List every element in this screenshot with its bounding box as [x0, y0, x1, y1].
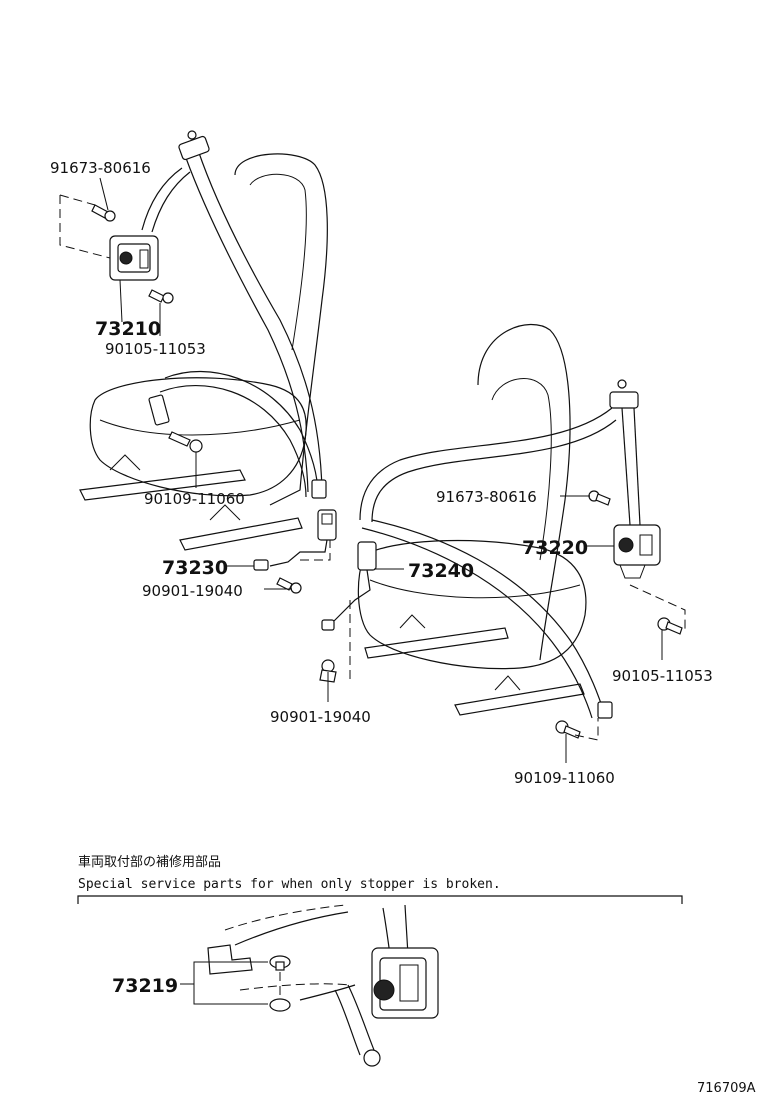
label-90901-19040-bottom: 90901-19040	[270, 708, 371, 726]
bolt-91673-right	[588, 490, 611, 506]
bolt-91673-top	[91, 204, 116, 222]
detail-stopper	[180, 904, 439, 1067]
left-seat	[59, 130, 337, 594]
label-73219: 73219	[112, 975, 178, 997]
bolt-90901-left	[276, 577, 302, 594]
bolt-90105-right	[657, 617, 683, 635]
label-90901-19040-left: 90901-19040	[142, 582, 243, 600]
label-90105-11053-right: 90105-11053	[612, 667, 713, 685]
label-73230: 73230	[162, 557, 228, 579]
label-90109-11060-left: 90109-11060	[144, 490, 245, 508]
retractor-73220	[613, 524, 661, 579]
note-bracket	[77, 895, 683, 904]
label-73220: 73220	[522, 537, 588, 559]
bolt-90109-left	[168, 431, 203, 453]
figure-code: 716709A	[697, 1081, 756, 1096]
label-73210: 73210	[95, 318, 161, 340]
bolt-90105-left	[148, 289, 174, 304]
right-seat	[319, 323, 686, 741]
leader-lines	[99, 177, 663, 763]
label-73240: 73240	[408, 560, 474, 582]
note-english: Special service parts for when only stop…	[78, 877, 501, 892]
buckle-73230	[253, 509, 337, 571]
label-90105-11053-left: 90105-11053	[105, 340, 206, 358]
note-japanese: 車両取付部の補修用部品	[78, 855, 221, 870]
label-91673-80616-right: 91673-80616	[436, 488, 537, 506]
retractor-73210	[109, 235, 159, 281]
buckle-73240	[321, 541, 377, 631]
label-90109-11060-right: 90109-11060	[514, 769, 615, 787]
label-91673-80616-top: 91673-80616	[50, 159, 151, 177]
